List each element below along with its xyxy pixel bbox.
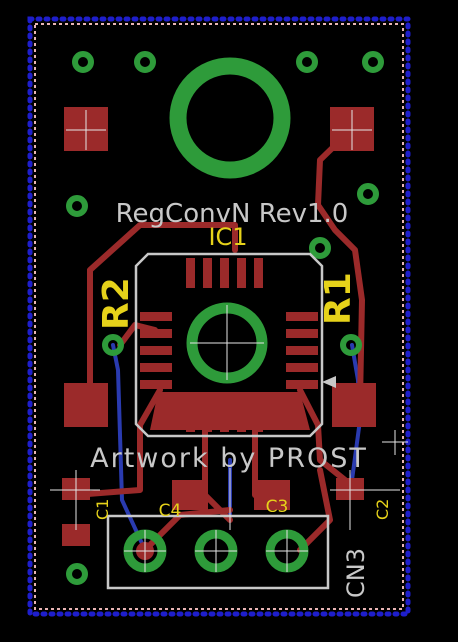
label-r2: R2: [96, 277, 137, 330]
via: [134, 51, 156, 73]
via: [340, 334, 362, 356]
via: [66, 563, 88, 585]
pad-r1: [332, 383, 376, 427]
label-c4: C4: [159, 501, 182, 521]
cn3-outline: [106, 514, 330, 590]
pad-c1-b: [62, 524, 90, 546]
via: [357, 183, 379, 205]
via: [309, 237, 331, 259]
via: [296, 51, 318, 73]
board-outline-dashed: [34, 23, 404, 610]
label-c3: C3: [266, 497, 289, 517]
pin1-arrow: [322, 376, 336, 388]
board-outline-dotted: [27, 16, 411, 617]
pad-c4: [172, 480, 208, 510]
pad-r2: [64, 383, 108, 427]
board-title: RegConvN Rev1.0: [116, 199, 349, 229]
via: [362, 51, 384, 73]
ic-thermal-pad: [150, 392, 310, 430]
label-c1: C1: [93, 499, 112, 520]
label-r1: R1: [318, 272, 359, 325]
label-c2: C2: [373, 499, 392, 520]
label-cn3: CN3: [342, 548, 370, 598]
pad-c3: [254, 480, 290, 510]
silkscreen-outlines: [106, 252, 330, 590]
origin-marks: [50, 110, 408, 572]
artwork-credit: Artwork by PROST: [90, 443, 368, 474]
via: [102, 334, 124, 356]
mounting-hole: [169, 57, 291, 179]
via: [66, 195, 88, 217]
ic1-outline: [134, 252, 324, 438]
ic1-leads: [140, 258, 318, 432]
label-ic1: IC1: [208, 223, 247, 251]
via: [72, 51, 94, 73]
